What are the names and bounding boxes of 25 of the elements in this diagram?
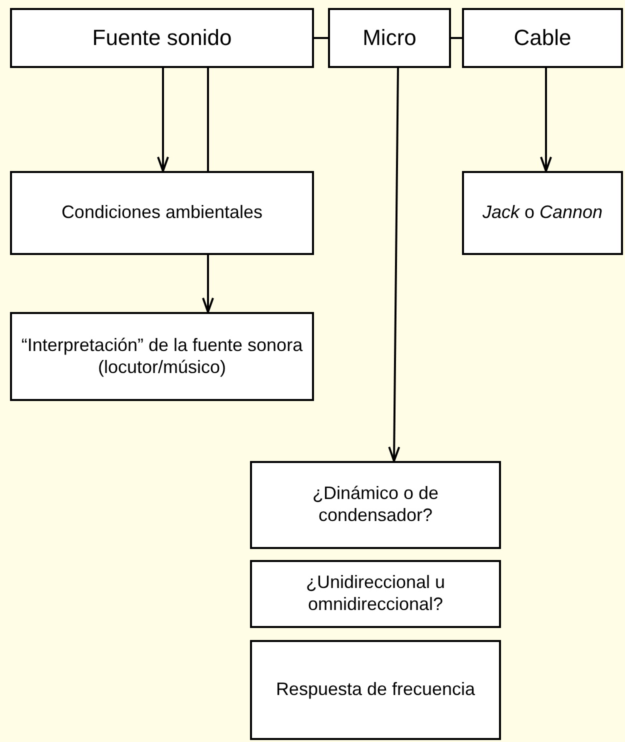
box-label: Respuesta de frecuencia (276, 679, 476, 701)
box-label: ¿Unidireccional u omnidireccional? (304, 572, 446, 616)
box-label: ¿Dinámico o de condensador? (311, 483, 440, 527)
arrow (202, 255, 214, 313)
arrow (388, 68, 400, 462)
process-box (10, 171, 314, 255)
box-label: Condiciones ambientales (61, 202, 263, 224)
process-box (462, 171, 623, 255)
process-box (250, 560, 501, 628)
box-label: Jack o Cannon (482, 202, 603, 224)
box-label: Fuente sonido (92, 24, 232, 52)
connector-line (314, 37, 328, 39)
connector-line (451, 37, 462, 39)
connector-line (207, 68, 209, 171)
process-box (250, 640, 501, 740)
arrow (540, 68, 552, 172)
process-box (10, 312, 314, 401)
process-box (10, 8, 314, 68)
box-label: Micro (362, 24, 416, 52)
process-box (250, 461, 501, 549)
arrow (157, 68, 169, 172)
process-box (328, 8, 451, 68)
box-label: Cable (514, 24, 572, 52)
process-box (462, 8, 623, 68)
box-label: “Interpretación” de la fuente sonora (locutor/músico) (20, 334, 304, 378)
